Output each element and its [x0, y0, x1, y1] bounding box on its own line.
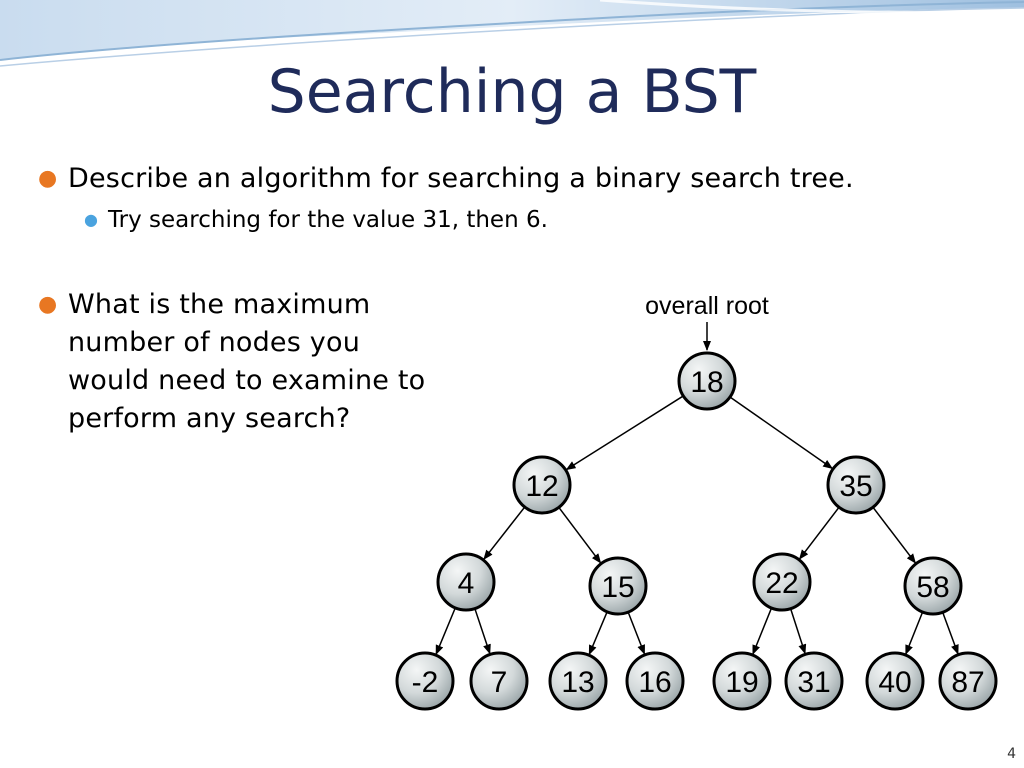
- tree-node-circle: [938, 651, 998, 711]
- tree-node-circle: [512, 455, 572, 515]
- tree-edge-12-to-15: [558, 506, 602, 564]
- tree-edge-22-to-19: [752, 607, 773, 656]
- tree-edge-58-to-40: [905, 611, 924, 656]
- tree-node-value: 4: [458, 567, 475, 600]
- tree-node-16: 16: [625, 651, 685, 711]
- tree-edge-22-to-31: [789, 608, 807, 655]
- tree-node-58: 58: [903, 556, 963, 616]
- tree-node-circle: [588, 556, 648, 616]
- tree-node-value: 12: [525, 470, 558, 503]
- tree-node-12: 12: [512, 455, 572, 515]
- bullet-dot: ●: [38, 292, 58, 317]
- tree-node-circle: [469, 651, 529, 711]
- tree-node-value: 18: [690, 366, 723, 399]
- overall-root-label: overall root: [645, 292, 769, 320]
- tree-edge-15-to-16: [627, 611, 646, 655]
- tree-node-35: 35: [826, 455, 886, 515]
- tree-node-circle: [826, 455, 886, 515]
- tree-node-circle: [712, 651, 772, 711]
- tree-node-value: 58: [916, 571, 949, 604]
- tree-node-value: 15: [601, 571, 634, 604]
- tree-node-4: 4: [436, 552, 496, 612]
- tree-node-circle: [752, 552, 812, 612]
- tree-edge-4-to--2: [435, 607, 456, 656]
- tree-node-value: 40: [878, 666, 911, 699]
- tree-node-value: 19: [725, 666, 758, 699]
- tree-node-circle: [903, 556, 963, 616]
- sub-bullet-1-text: Try searching for the value 31, then 6.: [108, 207, 548, 233]
- tree-node-value: -2: [412, 666, 439, 699]
- bullet-2: ● What is the maximum number of nodes yo…: [38, 286, 448, 438]
- tree-edge-4-to-7: [474, 608, 491, 655]
- tree-node-31: 31: [784, 651, 844, 711]
- tree-node-value: 87: [951, 666, 984, 699]
- tree-node-circle: [625, 651, 685, 711]
- tree-node-value: 35: [839, 470, 872, 503]
- tree-edge-35-to-22: [798, 506, 840, 560]
- tree-node-7: 7: [469, 651, 529, 711]
- tree-node-18: 18: [677, 351, 737, 411]
- tree-node-22: 22: [752, 552, 812, 612]
- tree-node-40: 40: [865, 651, 925, 711]
- tree-node-15: 15: [588, 556, 648, 616]
- tree-node-circle: [548, 651, 608, 711]
- tree-node-circle: [677, 351, 737, 411]
- tree-edge-18-to-12: [565, 395, 684, 471]
- tree-edge-35-to-58: [872, 506, 917, 564]
- tree-node-circle: [436, 552, 496, 612]
- tree-node-19: 19: [712, 651, 772, 711]
- header-swoosh-decoration: [0, 0, 1024, 67]
- bullet-2-text: What is the maximum number of nodes you …: [68, 289, 426, 434]
- slide-number: 4: [1007, 746, 1016, 762]
- tree-node-circle: [865, 651, 925, 711]
- tree-node--2: -2: [395, 651, 455, 711]
- tree-edge-15-to-13: [588, 611, 608, 656]
- bullet-1: ● Describe an algorithm for searching a …: [38, 160, 1008, 198]
- tree-node-value: 13: [561, 666, 594, 699]
- bullet-dot: ●: [38, 166, 58, 191]
- tree-node-circle: [395, 651, 455, 711]
- tree-edge-18-to-35: [729, 396, 834, 470]
- tree-node-87: 87: [938, 651, 998, 711]
- sub-bullet-1: ● Try searching for the value 31, then 6…: [84, 204, 548, 236]
- tree-node-13: 13: [548, 651, 608, 711]
- tree-node-circle: [784, 651, 844, 711]
- tree-edge-12-to-4: [483, 506, 526, 560]
- tree-node-value: 22: [765, 567, 798, 600]
- tree-node-value: 31: [797, 666, 830, 699]
- bullet-1-text: Describe an algorithm for searching a bi…: [68, 163, 854, 194]
- tree-node-value: 16: [638, 666, 671, 699]
- sub-bullet-dot: ●: [84, 210, 98, 229]
- tree-edge-58-to-87: [941, 612, 959, 655]
- tree-node-value: 7: [491, 666, 508, 699]
- slide-title: Searching a BST: [267, 57, 757, 127]
